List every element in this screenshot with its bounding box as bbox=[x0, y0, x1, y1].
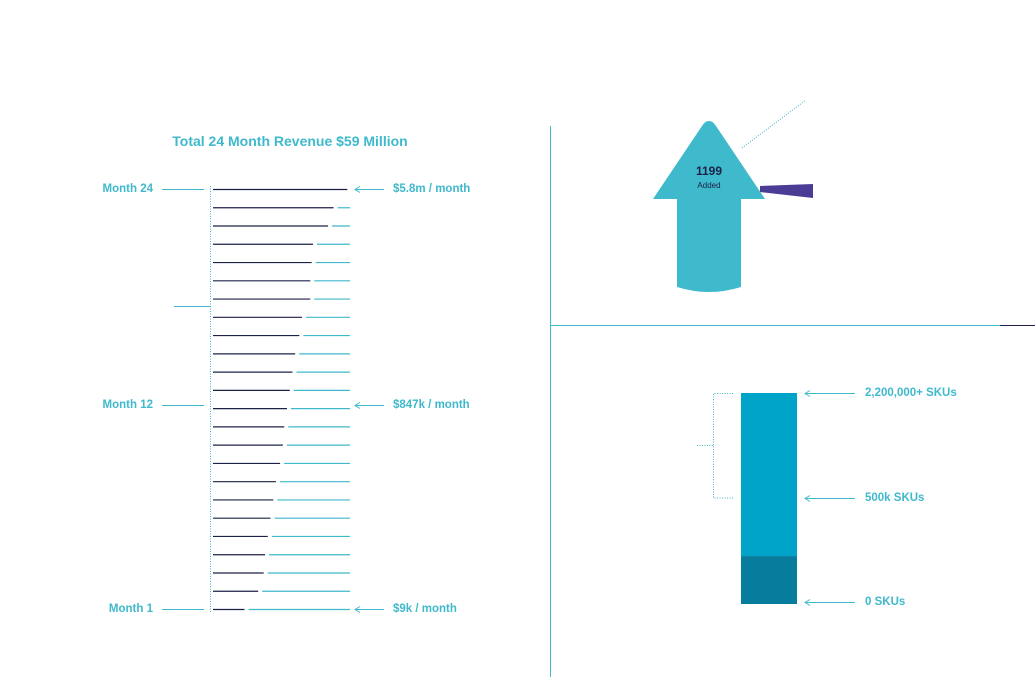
rate-24-label: $5.8m / month bbox=[393, 183, 471, 195]
sku-bar-segment-growth bbox=[741, 393, 797, 557]
sku-top-label: 2,200,000+ SKUs bbox=[865, 387, 957, 399]
sku-mid-arrow bbox=[804, 495, 855, 502]
rate-12-label: $847k / month bbox=[393, 399, 470, 411]
rate-24-arrow bbox=[354, 186, 384, 193]
sku-bracket bbox=[713, 393, 733, 499]
rate-12-arrow bbox=[354, 402, 384, 409]
rate-1-label: $9k / month bbox=[393, 603, 457, 615]
month-1-label: Month 1 bbox=[108, 603, 153, 615]
sku-top-arrow bbox=[804, 390, 855, 397]
sku-mid-label: 500k SKUs bbox=[865, 492, 925, 504]
purple-wedge bbox=[760, 184, 813, 198]
month-24-label: Month 24 bbox=[102, 183, 153, 195]
rate-1-arrow bbox=[354, 606, 384, 613]
sku-bottom-label: 0 SKUs bbox=[865, 596, 906, 608]
revenue-chart-title: Total 24 Month Revenue $59 Million bbox=[172, 133, 408, 149]
added-count: 1199 bbox=[695, 164, 723, 178]
added-arrow bbox=[653, 121, 765, 292]
month-12-label: Month 12 bbox=[102, 399, 153, 411]
sku-bar-segment-base bbox=[741, 556, 797, 604]
arrow-leader-line bbox=[741, 99, 807, 149]
sku-bottom-arrow bbox=[804, 599, 855, 606]
added-caption: Added bbox=[697, 181, 721, 190]
revenue-bars bbox=[213, 188, 350, 611]
